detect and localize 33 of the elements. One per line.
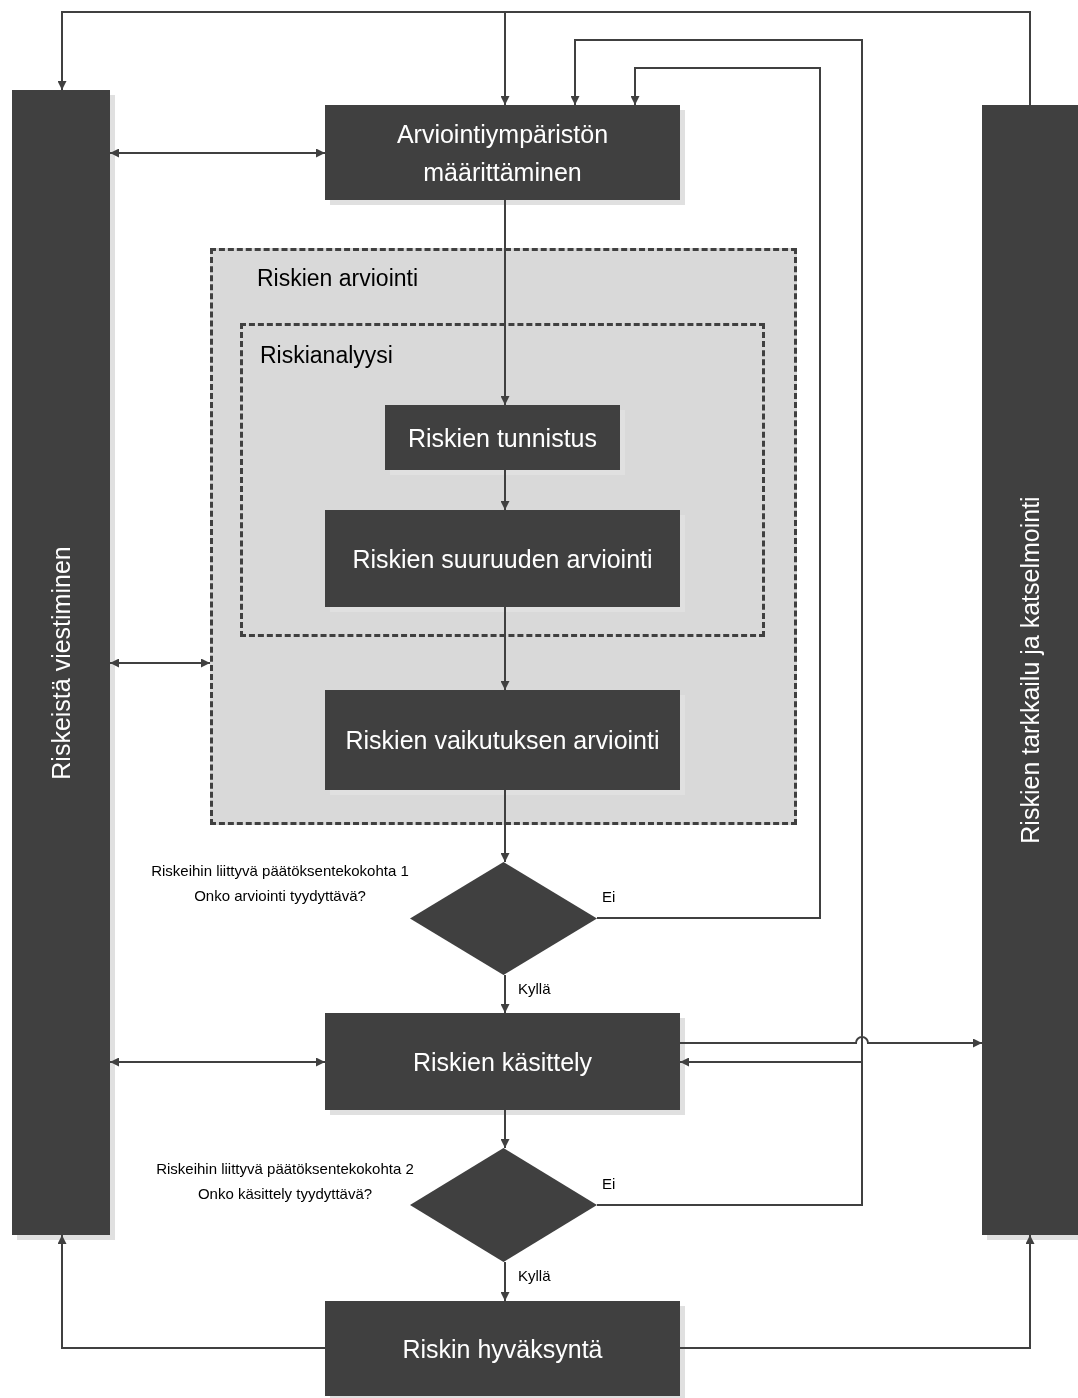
box-label: Arviointiympäristön määrittäminen [395,118,610,188]
arrow [500,789,510,863]
box-label: Riskien tunnistus [407,422,598,454]
arrow [500,1109,510,1149]
arrow [109,1057,326,1067]
arrow [596,67,821,919]
group-title: Riskien arviointi [257,265,419,292]
box-label: Riskien tarkkailu ja katselmointi [1015,496,1045,844]
decision-question: Riskeihin liittyvä päätöksentekokohta 2 Onko käsittely tyydyttävä? [155,1159,415,1204]
arrow [500,1261,510,1302]
arrow [500,606,510,691]
group-title: Riskianalyysi [260,342,393,369]
arrow [57,1234,326,1349]
arrow [109,658,211,668]
box-label: Riskien suuruuden arviointi [351,543,654,575]
dashed-group [240,323,765,637]
decision-question: Riskeihin liittyvä päätöksentekokohta 1 Onko arviointi tyydyttävä? [150,861,410,906]
box-label: Riskien käsittely [411,1046,594,1078]
edge-label: Ei [600,1175,618,1192]
edge-label: Kyllä [516,1267,553,1284]
edge-label: Kyllä [516,980,553,997]
dashed-group [210,248,797,825]
box-label: Riskin hyväksyntä [401,1333,604,1365]
arrow [500,974,510,1014]
arrow [679,1234,1035,1349]
box-label: Riskien vaikutuksen arviointi [344,725,661,756]
edge-label: Ei [600,888,618,905]
arrow [500,11,1031,106]
arrow [679,1036,983,1048]
arrow [500,199,510,406]
box-label: Riskeistä viestiminen [46,545,76,780]
arrow [500,469,510,511]
arrow [109,148,326,158]
